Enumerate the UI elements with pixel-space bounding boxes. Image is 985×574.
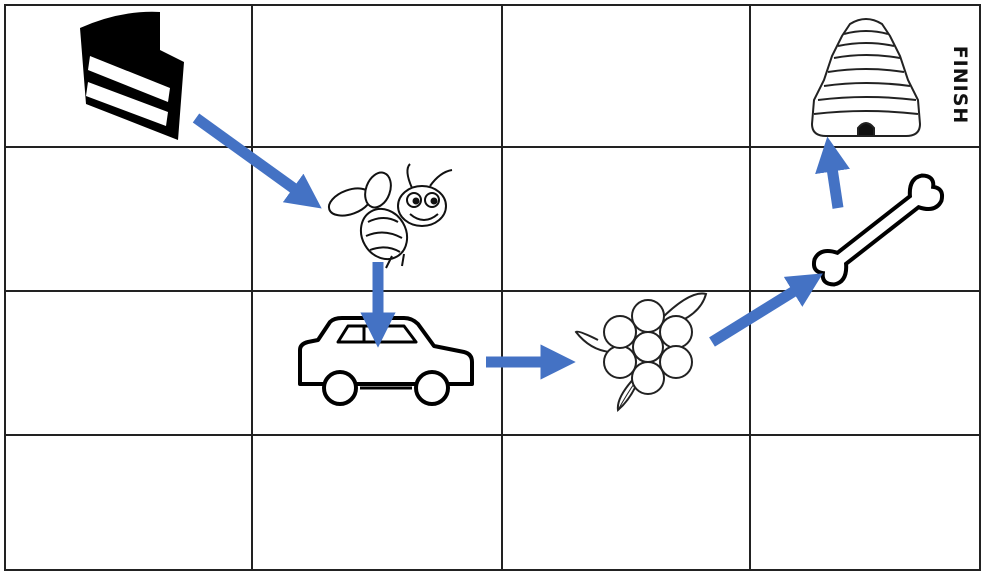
path-arrows bbox=[192, 113, 850, 380]
beehive-icon bbox=[810, 18, 922, 137]
grid-border bbox=[4, 4, 981, 571]
flower-icon bbox=[574, 292, 708, 412]
arrow-flower-to-bone bbox=[709, 273, 823, 347]
bone-icon bbox=[811, 173, 945, 287]
bee-icon bbox=[327, 163, 453, 269]
arrow-bone-to-hive bbox=[815, 136, 850, 209]
arrow-cake-to-bee bbox=[192, 113, 322, 209]
car-icon bbox=[298, 316, 474, 406]
cake-slice-icon bbox=[80, 11, 184, 140]
finish-label: FINISH bbox=[949, 45, 971, 125]
